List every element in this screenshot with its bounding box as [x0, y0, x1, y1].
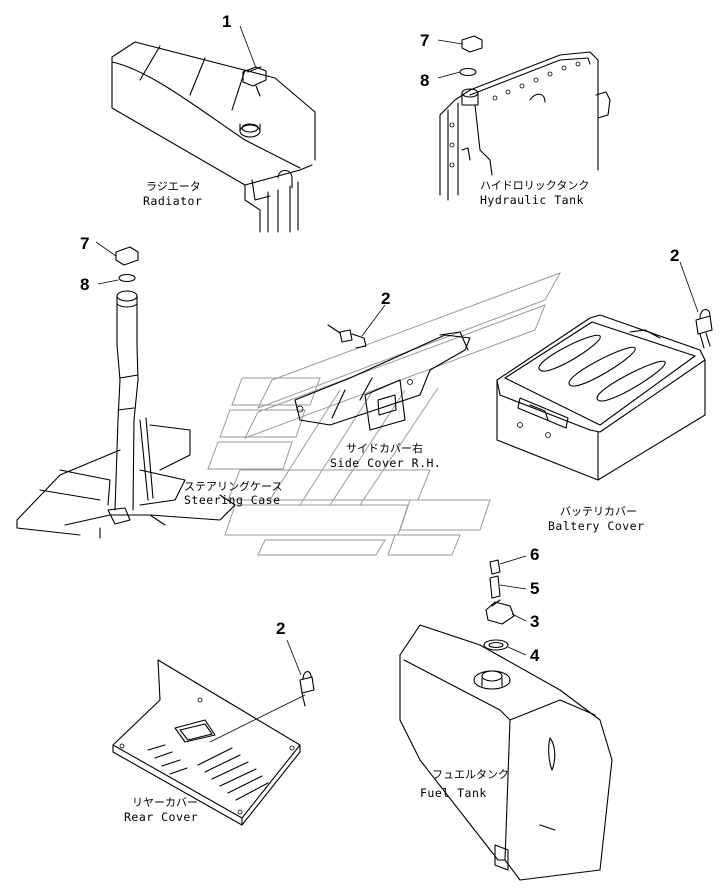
battery-label-ja: バッテリカバー [560, 505, 637, 518]
battery-cover-drawing [496, 261, 713, 481]
rear-label-en: Rear Cover [124, 810, 198, 824]
fuel-label-en: Fuel Tank [420, 786, 487, 800]
radiator-label-en: Radiator [143, 194, 202, 208]
callout-6: 6 [530, 545, 539, 564]
side-cover-label-ja: サイドカバー右 [346, 441, 423, 455]
hydraulic-label-ja: ハイドロリックタンク [480, 179, 589, 192]
callout-1: 1 [222, 12, 231, 31]
callout-7-hydraulic: 7 [420, 31, 429, 50]
callout-2-battery: 2 [670, 246, 679, 265]
rear-cover-drawing [112, 639, 315, 826]
callout-2-side-cover: 2 [381, 289, 390, 308]
callout-3: 3 [530, 612, 539, 631]
steering-label-ja: ステアリングケース [184, 479, 282, 493]
hydraulic-label-en: Hydraulic Tank [480, 193, 584, 207]
callout-8-steering: 8 [80, 275, 89, 294]
side-cover-drawing [294, 304, 471, 431]
callout-7-steering: 7 [80, 234, 89, 253]
fuel-label-ja: フュエルタンク [432, 768, 509, 781]
radiator-label-ja: ラジエータ [146, 180, 201, 193]
steering-case-drawing [16, 241, 236, 539]
callout-4: 4 [530, 646, 540, 665]
radiator-drawing [111, 25, 316, 233]
fuel-tank-drawing [399, 555, 613, 881]
hydraulic-tank-drawing [437, 35, 611, 201]
steering-label-en: Steering Case [184, 493, 281, 507]
side-cover-label-en: Side Cover R.H. [330, 456, 441, 470]
callout-2-rear: 2 [276, 619, 285, 638]
battery-label-en: Baltery Cover [548, 519, 645, 533]
callout-5: 5 [530, 579, 539, 598]
callout-8-hydraulic: 8 [420, 71, 429, 90]
watermark-logo [207, 272, 562, 556]
rear-label-ja: リヤーカバー [132, 796, 198, 809]
